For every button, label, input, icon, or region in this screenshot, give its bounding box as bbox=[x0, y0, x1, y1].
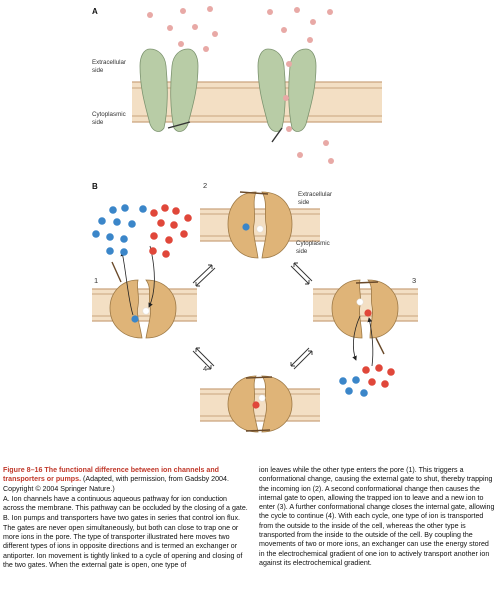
transporter-state-1 bbox=[109, 245, 177, 339]
channel-gate-closed bbox=[167, 121, 191, 129]
state-2-label: 2 bbox=[203, 181, 207, 190]
arrow-2-3 bbox=[290, 262, 313, 285]
caption-paragraph-b-continued: ion leaves while the other type enters t… bbox=[259, 466, 495, 567]
state-3-label: 3 bbox=[412, 276, 416, 285]
channel-gate-open bbox=[271, 127, 283, 143]
panel-b-label: B bbox=[92, 182, 98, 191]
state-4-label: 4 bbox=[203, 364, 207, 373]
cycle-arrows bbox=[192, 262, 313, 370]
caption-paragraph-a: A. Ion channels have a continuous aqueou… bbox=[3, 494, 248, 513]
membrane-a bbox=[132, 81, 382, 123]
arrow-4-1 bbox=[192, 347, 215, 370]
arrow-3-4 bbox=[290, 347, 313, 370]
panel-a-label: A bbox=[92, 7, 98, 16]
figure-title: Figure 8–16 The functional difference be… bbox=[3, 466, 220, 484]
transporter-state-3 bbox=[331, 279, 399, 367]
ions-panel-a bbox=[147, 6, 334, 164]
caption-right-column: ion leaves while the other type enters t… bbox=[259, 466, 495, 569]
ions-cytoplasmic-b bbox=[339, 364, 395, 397]
transporter-state-4 bbox=[227, 375, 293, 433]
ion-channel-open bbox=[257, 48, 317, 143]
caption-left-column: Figure 8–16 The functional difference be… bbox=[3, 466, 248, 571]
transporter-state-2 bbox=[227, 191, 293, 259]
ion-channel-closed bbox=[139, 48, 199, 132]
caption-paragraph-b: B. Ion pumps and transporters have two g… bbox=[3, 514, 243, 569]
state-1-label: 1 bbox=[94, 276, 98, 285]
arrow-1-2 bbox=[192, 264, 216, 287]
figure-source: (Adapted, with permission, from Gadsby 2… bbox=[3, 475, 229, 493]
ions-extracellular-b bbox=[92, 204, 192, 258]
membrane-b bbox=[92, 208, 418, 422]
